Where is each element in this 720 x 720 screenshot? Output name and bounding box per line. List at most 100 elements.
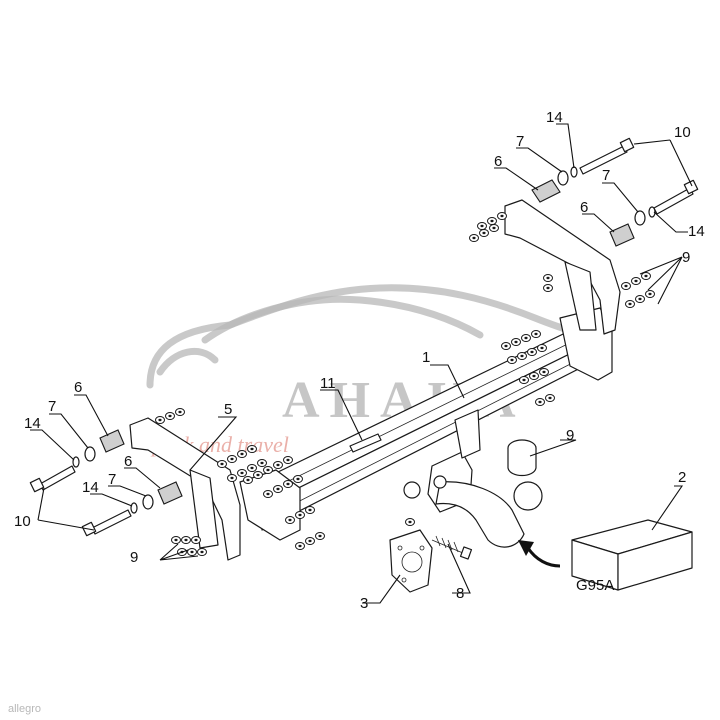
nut-hole — [318, 534, 322, 538]
nut-hole — [298, 513, 302, 517]
callout-leaders — [30, 123, 693, 604]
nut-hole — [542, 370, 546, 374]
part-bracket-right — [504, 199, 621, 335]
nut-hole — [194, 538, 198, 542]
part-ball-cap — [507, 439, 537, 477]
nut-hole — [276, 487, 280, 491]
part-package-box: G95A — [571, 519, 693, 594]
nut-hole — [308, 539, 312, 543]
nut-hole — [230, 476, 234, 480]
nut-hole — [648, 292, 652, 296]
nut-hole — [158, 418, 162, 422]
nut-hole — [286, 458, 290, 462]
nut-hole — [298, 544, 302, 548]
nut-hole — [288, 518, 292, 522]
watermark-car-roof — [201, 295, 484, 344]
nut-hole — [490, 219, 494, 223]
nut-hole — [308, 508, 312, 512]
nut-hole — [634, 279, 638, 283]
nut-hole — [266, 468, 270, 472]
callout-9-left: 9 — [130, 549, 138, 566]
nut-hole — [286, 482, 290, 486]
callout-9-right: 9 — [682, 249, 690, 266]
nut-hole — [240, 471, 244, 475]
direction-arrow — [518, 540, 561, 568]
nut-hole — [200, 550, 204, 554]
nut-hole — [250, 447, 254, 451]
nut-hole — [408, 520, 412, 524]
callout-14-right-lower: 14 — [688, 223, 705, 240]
watermark-car-outline — [146, 284, 602, 389]
nut-hole — [190, 550, 194, 554]
part-washers — [72, 166, 656, 514]
part-spacer-tubes-left — [99, 429, 183, 505]
nut-hole — [240, 452, 244, 456]
nut-hole — [638, 297, 642, 301]
callout-6-left-upper: 6 — [74, 379, 82, 396]
callout-10-right: 10 — [674, 124, 691, 141]
nut-hole — [510, 358, 514, 362]
callout-3: 3 — [360, 595, 368, 612]
callout-14-right-upper: 14 — [546, 109, 563, 126]
callout-1: 1 — [422, 349, 430, 366]
nut-hole — [504, 344, 508, 348]
nut-hole — [520, 354, 524, 358]
nut-hole — [530, 350, 534, 354]
part-spacer-tubes-right — [531, 179, 635, 247]
nut-hole — [266, 492, 270, 496]
nut-hole — [624, 284, 628, 288]
nut-hole — [644, 274, 648, 278]
nut-hole — [230, 457, 234, 461]
callout-7-left-upper: 7 — [48, 398, 56, 415]
callout-labels: 1 2 3 5 6 6 6 6 7 7 7 7 8 9 9 9 10 10 11… — [14, 109, 705, 612]
nut-hole — [546, 276, 550, 280]
callout-6-left-lower: 6 — [124, 453, 132, 470]
part-spring-bolt — [431, 535, 473, 560]
callout-6-right-upper: 6 — [494, 153, 502, 170]
nut-hole — [532, 374, 536, 378]
callout-11: 11 — [320, 375, 336, 392]
callout-2: 2 — [678, 469, 686, 486]
nut-hole — [250, 466, 254, 470]
nut-hole — [260, 461, 264, 465]
nut-hole — [256, 473, 260, 477]
callout-14-left-upper: 14 — [24, 415, 41, 432]
nut-hole — [492, 226, 496, 230]
nut-hole — [514, 340, 518, 344]
nut-hole — [628, 302, 632, 306]
callout-7-left-lower: 7 — [108, 471, 116, 488]
callout-7-right-upper: 7 — [516, 133, 524, 150]
callout-9-ball-cap: 9 — [566, 427, 574, 444]
nut-hole — [178, 410, 182, 414]
nut-hole — [184, 538, 188, 542]
callout-10-left: 10 — [14, 513, 31, 530]
callout-14-left-lower: 14 — [82, 479, 99, 496]
nut-hole — [482, 231, 486, 235]
part-short-bolt — [349, 433, 382, 453]
nut-hole — [524, 336, 528, 340]
nut-hole — [276, 463, 280, 467]
nut-hole — [500, 214, 504, 218]
nut-hole — [534, 332, 538, 336]
nut-hole — [548, 396, 552, 400]
nut-hole — [538, 400, 542, 404]
nut-hole — [480, 224, 484, 228]
part-socket-plate — [389, 529, 433, 593]
nut-hole — [220, 462, 224, 466]
nut-hole — [540, 346, 544, 350]
callout-5: 5 — [224, 401, 232, 418]
image-credit: allegro — [8, 703, 41, 715]
callout-8: 8 — [456, 585, 464, 602]
nut-hole — [246, 478, 250, 482]
nut-hole — [472, 236, 476, 240]
nut-hole — [168, 414, 172, 418]
nut-hole — [522, 378, 526, 382]
part-nut-bolt-sets — [155, 212, 655, 556]
nut-hole — [546, 286, 550, 290]
nut-hole — [174, 538, 178, 542]
package-code: G95A — [576, 577, 614, 594]
callout-6-right-lower: 6 — [580, 199, 588, 216]
part-bracket-left — [129, 417, 241, 561]
